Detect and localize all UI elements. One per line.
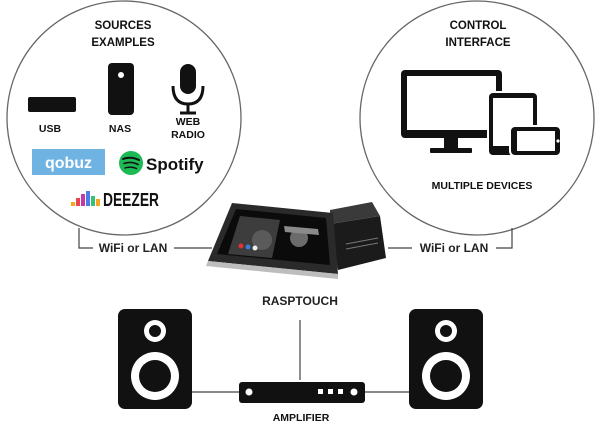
spotify-logo-text: Spotify <box>146 155 204 174</box>
web-radio-label-line2: RADIO <box>171 129 205 141</box>
deezer-icon <box>71 191 100 206</box>
usb-icon <box>28 97 76 112</box>
sources-heading-line1: SOURCES <box>95 20 152 32</box>
nas-icon <box>108 63 134 115</box>
qobuz-logo-text: qobuz <box>45 155 92 172</box>
monitor-icon <box>401 70 502 153</box>
microphone-icon <box>171 64 205 115</box>
qobuz-logo <box>32 149 105 175</box>
left-speaker-icon <box>118 309 192 409</box>
left-connection-label: WiFi or LAN <box>99 241 168 255</box>
amplifier-icon <box>239 382 365 403</box>
rasptouch-device-image <box>206 202 386 279</box>
right-connection-label: WiFi or LAN <box>420 241 489 255</box>
sources-circle <box>6 0 242 236</box>
spotify-icon <box>119 151 143 175</box>
web-radio-label-line1: WEB <box>176 116 201 128</box>
right-connector-line <box>496 228 513 249</box>
control-heading-line1: CONTROL <box>450 20 507 32</box>
nas-label: NAS <box>109 123 131 135</box>
amplifier-label: AMPLIFIER <box>273 412 330 424</box>
multiple-devices-label: MULTIPLE DEVICES <box>432 180 533 192</box>
sources-heading-line2: EXAMPLES <box>91 37 155 49</box>
rasptouch-label: RASPTOUCH <box>262 294 338 308</box>
control-heading-line2: INTERFACE <box>445 37 511 49</box>
phone-icon <box>509 125 562 157</box>
right-speaker-icon <box>409 309 483 409</box>
left-connector-line <box>78 228 93 249</box>
usb-label: USB <box>39 123 62 135</box>
deezer-logo-text: DEEZER <box>103 190 159 210</box>
